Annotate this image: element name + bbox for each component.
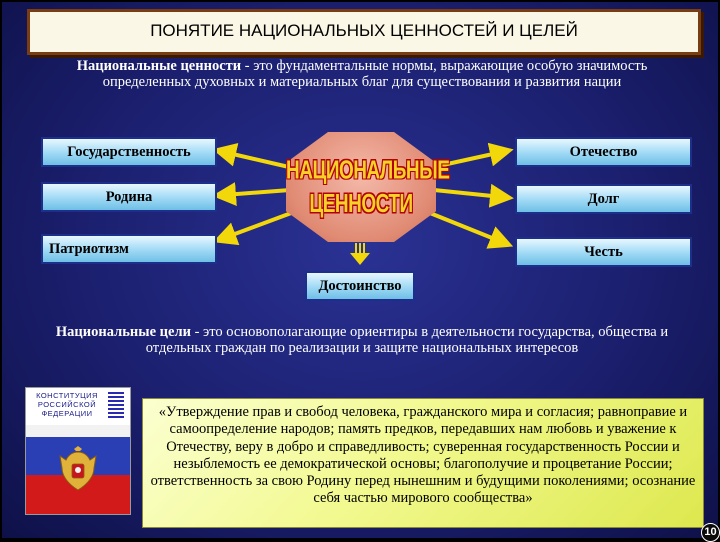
- constitution-image: КОНСТИТУЦИЯ РОССИЙСКОЙ ФЕДЕРАЦИИ: [25, 387, 131, 515]
- constitution-title: КОНСТИТУЦИЯ РОССИЙСКОЙ ФЕДЕРАЦИИ: [36, 391, 98, 418]
- values-term: Национальные ценности: [76, 58, 242, 74]
- goals-term: Национальные цели: [55, 324, 191, 340]
- center-octagon: [286, 132, 436, 242]
- value-box-patriotizm: Патриотизм: [41, 234, 217, 264]
- value-box-otechestvo: Отечество: [515, 137, 692, 167]
- page-title: ПОНЯТИЕ НАЦИОНАЛЬНЫХ ЦЕННОСТЕЙ И ЦЕЛЕЙ: [150, 21, 578, 40]
- value-box-dolg: Долг: [515, 184, 692, 214]
- flag-white-stripe: [26, 425, 130, 437]
- coat-of-arms-icon: [59, 446, 97, 491]
- constitution-decoration: [108, 392, 124, 420]
- quote-box: «Утверждение прав и свобод человека, гра…: [142, 398, 704, 528]
- values-definition: Национальные ценности - это фундаменталь…: [42, 58, 682, 90]
- arrow-to-rodina: [212, 182, 291, 207]
- goals-definition-text: - это основополагающие ориентиры в деяте…: [145, 324, 669, 356]
- values-definition-text: - это фундаментальные нормы, выражающие …: [102, 58, 648, 90]
- center-label: НАЦИОНАЛЬНЫЕ ЦЕННОСТИ: [286, 156, 450, 219]
- value-box-rodina: Родина: [41, 182, 217, 212]
- value-box-gosudarstvennost: Государственность: [41, 137, 217, 167]
- value-box-dostoinstvo: Достоинство: [305, 271, 415, 301]
- page-number: 10: [701, 523, 720, 542]
- title-box: ПОНЯТИЕ НАЦИОНАЛЬНЫХ ЦЕННОСТЕЙ И ЦЕЛЕЙ: [27, 9, 701, 55]
- arrow-to-dolg: [433, 183, 514, 208]
- arrow-to-dostoinstvo: [350, 243, 370, 265]
- arrow-to-patriotizm: [212, 207, 303, 246]
- goals-definition: Национальные цели - это основополагающие…: [32, 324, 692, 356]
- arrow-to-chest: [419, 207, 514, 249]
- quote-text: «Утверждение прав и свобод человека, гра…: [150, 404, 696, 507]
- value-box-chest: Честь: [515, 237, 692, 267]
